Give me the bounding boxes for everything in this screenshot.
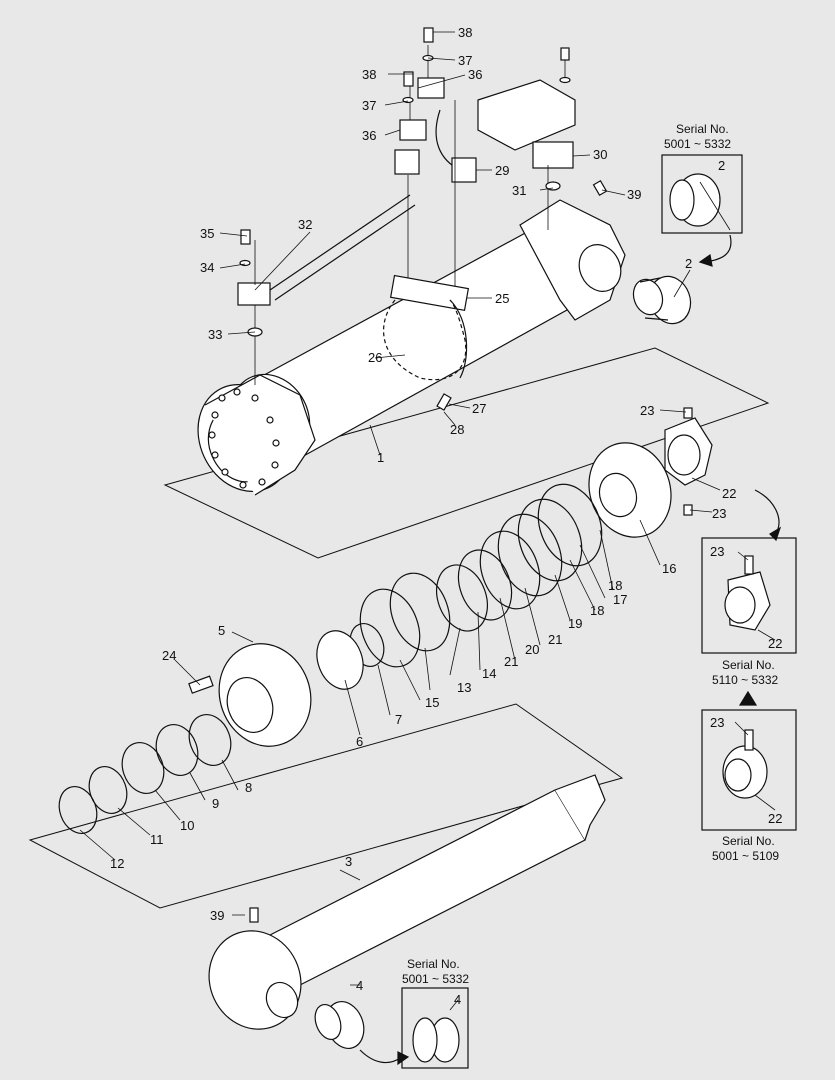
label-28: 28: [450, 422, 464, 437]
label-38b: 38: [362, 67, 376, 82]
fitting-29: [451, 157, 477, 183]
label-3: 3: [345, 854, 352, 869]
bushing-4: [314, 1001, 365, 1049]
elbow-block: [394, 149, 420, 175]
piston-rod-frame: [28, 703, 624, 909]
label-17: 17: [613, 592, 627, 607]
inset-nut-a-part-bottom: 22: [768, 636, 782, 651]
label-37b: 37: [362, 98, 376, 113]
cylinder-tube-frame: [163, 347, 770, 559]
label-38a: 38: [458, 25, 472, 40]
clamp-block-36a: [417, 77, 445, 99]
label-18a: 18: [608, 578, 622, 593]
label-26: 26: [368, 350, 382, 365]
label-11: 11: [150, 832, 164, 847]
label-23a: 23: [640, 403, 654, 418]
band-clamp-solid: [449, 299, 468, 379]
piston-16: [588, 442, 672, 538]
inset-rod-part: 4: [454, 992, 461, 1007]
label-22: 22: [722, 486, 736, 501]
label-27: 27: [472, 401, 486, 416]
label-13: 13: [457, 680, 471, 695]
nut-22: [664, 417, 713, 486]
pipe-32: [269, 194, 416, 301]
inset-rod-serial-range: 5001 ~ 5332: [402, 972, 469, 986]
arrow-up: [738, 690, 758, 706]
label-21a: 21: [548, 632, 562, 647]
label-36a: 36: [468, 67, 482, 82]
label-4: 4: [356, 978, 363, 993]
label-10: 10: [180, 818, 194, 833]
inset-nut-a-serial-title: Serial No.: [722, 658, 775, 672]
left-ring-stack: [58, 714, 232, 834]
label-36b: 36: [362, 128, 376, 143]
inset-nut-a-serial-range: 5110 ~ 5332: [712, 673, 779, 687]
flange-bolt-holes: [208, 388, 280, 489]
bushing-2: [632, 275, 692, 325]
label-1: 1: [377, 450, 384, 465]
label-35: 35: [200, 226, 214, 241]
label-34: 34: [200, 260, 214, 275]
label-19: 19: [568, 616, 582, 631]
cylinder-tube: [197, 199, 626, 496]
inset-top-serial-title: Serial No.: [676, 122, 729, 136]
inset-bushing-top: [661, 154, 743, 267]
label-39b: 39: [210, 908, 224, 923]
inset-rod-serial-title: Serial No.: [407, 957, 460, 971]
label-33: 33: [208, 327, 222, 342]
valve-block-30: [532, 141, 574, 169]
band-clamp-26: [382, 299, 467, 381]
label-14: 14: [482, 666, 496, 681]
inset-nut-b-serial-range: 5001 ~ 5109: [712, 849, 779, 863]
seal-rings: [316, 483, 603, 690]
clamp-block-36b: [399, 119, 427, 141]
label-2: 2: [685, 256, 692, 271]
label-8: 8: [245, 780, 252, 795]
label-23b: 23: [712, 506, 726, 521]
label-25: 25: [495, 291, 509, 306]
label-6: 6: [356, 734, 363, 749]
inset-nut-b-part-top: 23: [710, 715, 724, 730]
label-32: 32: [298, 217, 312, 232]
valve-body: [477, 79, 576, 151]
label-31: 31: [512, 183, 526, 198]
inset-nut-a: [701, 489, 797, 654]
gland-5: [218, 643, 312, 747]
clamp-plate-25: [389, 274, 470, 311]
label-5: 5: [218, 623, 225, 638]
inset-top-serial-range: 5001 ~ 5332: [664, 137, 731, 151]
label-18b: 18: [590, 603, 604, 618]
inset-nut-b: [701, 709, 797, 831]
label-24: 24: [162, 648, 176, 663]
inset-nut-b-serial-title: Serial No.: [722, 834, 775, 848]
label-20: 20: [525, 642, 539, 657]
inset-bushing-rod: [359, 987, 469, 1069]
label-30: 30: [593, 147, 607, 162]
inset-top-part: 2: [718, 158, 725, 173]
label-9: 9: [212, 796, 219, 811]
flange-block-34: [237, 282, 271, 306]
leader-lines: [79, 31, 776, 1011]
label-15: 15: [425, 695, 439, 710]
label-16: 16: [662, 561, 676, 576]
label-37a: 37: [458, 53, 472, 68]
label-7: 7: [395, 712, 402, 727]
piston-rod-3: [208, 774, 606, 1030]
label-39a: 39: [627, 187, 641, 202]
label-12: 12: [110, 856, 124, 871]
label-21b: 21: [504, 654, 518, 669]
inset-nut-b-part-bottom: 22: [768, 811, 782, 826]
label-29: 29: [495, 163, 509, 178]
inset-nut-a-part-top: 23: [710, 544, 724, 559]
